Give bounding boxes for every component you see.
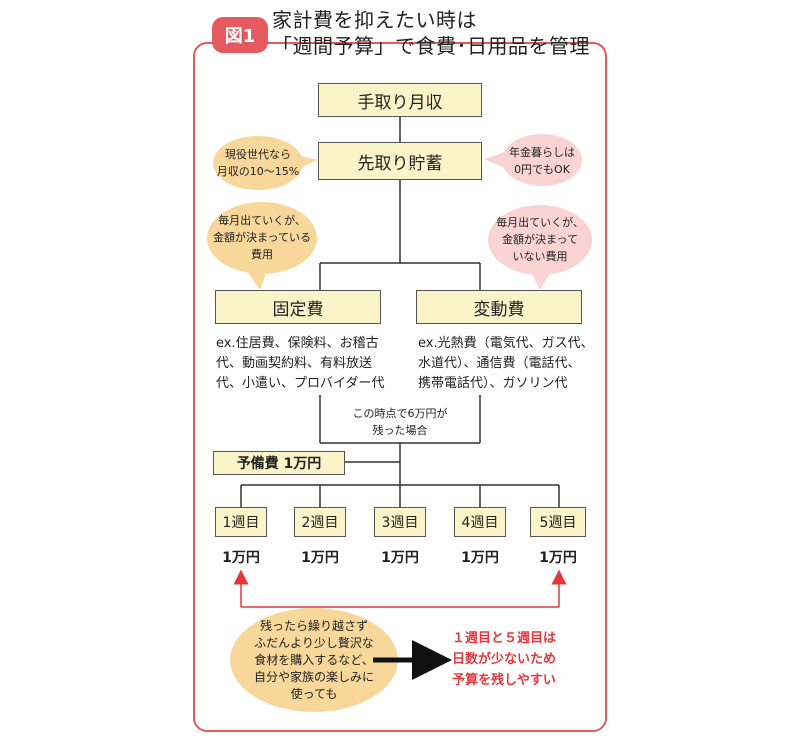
callout-line-2: 日数が少ないため xyxy=(451,652,556,667)
box-variable-costs: 変動費 xyxy=(416,290,582,324)
bubble-savings-left-tail xyxy=(296,155,318,170)
bubble-carryover-line-1: 残ったら繰り越さず xyxy=(259,619,368,633)
bubble-carryover-line-4: 自分や家族の楽しみに xyxy=(253,670,374,684)
amount-week-2: 1万円 xyxy=(301,550,339,566)
variable-examples-line-1: ex.光熱費（電気代、ガス代、 xyxy=(418,336,594,351)
bubble-fixed-note-line-2: 金額が決まっている xyxy=(212,231,311,244)
box-week-4: 4週目 xyxy=(454,507,506,537)
bubble-savings-right-shape xyxy=(502,134,582,186)
bubble-carryover-line-3: 食材を購入するなど、 xyxy=(254,653,374,667)
callout-line-1: １週目と５週目は xyxy=(451,631,556,646)
bubble-fixed-note-line-1: 毎月出ていくが、 xyxy=(218,214,306,227)
bubble-variable-note-line-3: いない費用 xyxy=(512,250,568,263)
fixed-examples-line-3: 代、小遣い、プロバイダー代 xyxy=(216,376,385,391)
box-week-2: 2週目 xyxy=(294,507,346,537)
bubble-fixed-note-tail xyxy=(245,268,268,290)
variable-examples-line-2: 水道代）、通信費（電話代、 xyxy=(418,356,581,371)
box-week-1: 1週目 xyxy=(215,507,267,537)
amount-week-1: 1万円 xyxy=(222,550,260,566)
bubble-fixed-note-line-3: 費用 xyxy=(251,248,273,261)
remaining-note-line-1: この時点で6万円が xyxy=(352,407,448,420)
callout-week-note: １週目と５週目は 日数が少ないため 予算を残しやすい xyxy=(436,628,572,691)
box-income: 手取り月収 xyxy=(318,83,482,117)
bubble-savings-right-line-2: 0円でもOK xyxy=(514,163,570,176)
bubble-carryover-line-2: ふだんより少し贅沢な xyxy=(254,636,374,650)
outer-frame xyxy=(193,42,607,732)
fixed-examples-line-1: ex.住居費、保険料、お稽古 xyxy=(216,336,379,351)
box-savings: 先取り貯蓄 xyxy=(318,142,482,180)
bubble-fixed-note-shape xyxy=(207,202,317,274)
variable-examples-line-3: 携帯電話代）、ガソリン代 xyxy=(418,376,568,391)
bubble-variable-note-line-1: 毎月出ていくが、 xyxy=(496,216,584,229)
bubble-savings-right-tail xyxy=(484,152,505,168)
callout-line-3: 予算を残しやすい xyxy=(452,673,556,688)
fixed-examples: ex.住居費、保険料、お稽古 代、動画契約料、有料放送 代、小遣い、プロバイダー… xyxy=(216,334,384,394)
bubble-variable-note-shape xyxy=(488,205,592,275)
fixed-examples-line-2: 代、動画契約料、有料放送 xyxy=(216,356,373,371)
box-week-3: 3週目 xyxy=(374,507,426,537)
box-fixed-costs: 固定費 xyxy=(215,290,381,324)
bubble-savings-right-line-1: 年金暮らしは xyxy=(509,146,575,159)
bubble-carryover-line-5: 使っても xyxy=(290,687,338,701)
bubble-savings-right: 年金暮らしは 0円でもOK xyxy=(502,144,582,178)
title-line-1: 家計費を抑えたい時は xyxy=(272,8,477,32)
remaining-note: この時点で6万円が 残った場合 xyxy=(340,405,460,439)
bubble-savings-left: 現役世代なら 月収の10〜15% xyxy=(213,146,303,180)
box-week-5: 5週目 xyxy=(530,507,586,537)
bubble-savings-left-shape xyxy=(213,136,303,190)
bubble-savings-left-line-2: 月収の10〜15% xyxy=(216,165,300,178)
bubble-carryover-shape xyxy=(230,608,398,712)
variable-examples: ex.光熱費（電気代、ガス代、 水道代）、通信費（電話代、 携帯電話代）、ガソリ… xyxy=(418,334,594,394)
bubble-variable-note-tail xyxy=(530,270,552,290)
box-reserve: 予備費 1万円 xyxy=(213,451,345,475)
bubble-variable-note-line-2: 金額が決まって xyxy=(501,233,578,246)
bubble-fixed-note: 毎月出ていくが、 金額が決まっている 費用 xyxy=(207,212,317,263)
bubble-savings-left-line-1: 現役世代なら xyxy=(225,148,291,161)
figure-badge: 図1 xyxy=(212,17,268,53)
remaining-note-line-2: 残った場合 xyxy=(372,424,428,437)
amount-week-5: 1万円 xyxy=(539,550,577,566)
bubble-carryover: 残ったら繰り越さず ふだんより少し贅沢な 食材を購入するなど、 自分や家族の楽し… xyxy=(240,618,388,703)
bubble-variable-note: 毎月出ていくが、 金額が決まって いない費用 xyxy=(488,214,592,265)
title-line-2: 「週間予算」で食費･日用品を管理 xyxy=(272,34,590,58)
amount-week-3: 1万円 xyxy=(381,550,419,566)
amount-week-4: 1万円 xyxy=(461,550,499,566)
